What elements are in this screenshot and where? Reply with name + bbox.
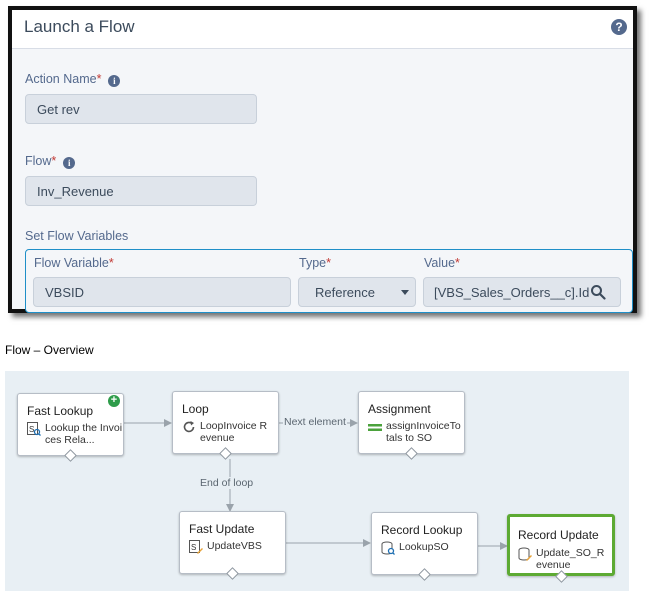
flow-node-fast-update[interactable]: Fast Update S UpdateVBS: [179, 511, 286, 574]
svg-text:S: S: [29, 425, 34, 434]
node-type-label: Fast Update: [189, 522, 255, 536]
node-name-label: LookupSO: [399, 541, 449, 553]
flow-label-text: Flow: [25, 154, 52, 168]
search-icon[interactable]: [590, 284, 606, 300]
svg-text:S: S: [191, 543, 196, 552]
loop-icon: [183, 421, 195, 433]
required-mark: *: [455, 256, 460, 270]
start-element-icon: +: [108, 395, 120, 407]
value-lookup-text: [VBS_Sales_Orders__c].Id: [434, 285, 590, 300]
help-icon[interactable]: ?: [611, 19, 627, 35]
flow-overview-caption: Flow – Overview: [5, 343, 94, 357]
node-name-label: UpdateVBS: [207, 540, 262, 552]
node-type-label: Fast Lookup: [27, 404, 94, 418]
launch-flow-panel: Launch a Flow ? Action Name*i Get rev Fl…: [8, 6, 637, 313]
end-of-loop-label: End of loop: [199, 477, 255, 489]
required-mark: *: [51, 154, 57, 168]
flow-canvas[interactable]: Next element End of loop Fast Lookup S L…: [5, 371, 629, 591]
type-select-value: Reference: [315, 285, 375, 300]
flow-variables-table: Flow Variable* Type* Value* VBSID Refere…: [25, 249, 633, 313]
record-update-icon: [518, 547, 532, 561]
set-flow-variables-label: Set Flow Variables: [25, 229, 129, 243]
node-type-label: Assignment: [368, 402, 431, 416]
action-name-label: Action Name* i: [25, 72, 121, 87]
node-type-label: Loop: [182, 402, 209, 416]
chevron-down-icon: [401, 290, 409, 295]
action-name-label-text: Action Name: [25, 72, 97, 86]
assignment-icon: [368, 424, 382, 431]
flow-variable-input[interactable]: VBSID: [33, 277, 291, 307]
flow-node-loop[interactable]: Loop LoopInvoice Revenue: [172, 391, 279, 454]
panel-header: Launch a Flow ?: [12, 10, 633, 49]
required-mark: *: [326, 256, 331, 270]
info-icon[interactable]: i: [63, 157, 76, 169]
flow-variable-column-header: Flow Variable*: [34, 256, 114, 270]
fast-update-icon: S: [189, 540, 203, 554]
panel-title: Launch a Flow: [24, 17, 135, 36]
required-mark: *: [96, 72, 102, 86]
type-column-header: Type*: [299, 256, 331, 270]
type-header-text: Type: [299, 256, 327, 270]
flow-input[interactable]: Inv_Revenue: [25, 176, 257, 206]
fast-lookup-icon: S: [27, 422, 41, 436]
flow-node-record-update[interactable]: Record Update Update_SO_Revenue: [507, 514, 615, 576]
node-name-label: LoopInvoice Revenue: [200, 420, 268, 444]
flow-label: Flow* i: [25, 154, 76, 169]
action-name-input[interactable]: Get rev: [25, 94, 257, 124]
node-name-label: Lookup the Invoices Rela...: [45, 422, 123, 446]
node-name-label: Update_SO_Revenue: [536, 547, 605, 571]
node-type-label: Record Update: [518, 528, 599, 542]
value-header-text: Value: [424, 256, 456, 270]
node-name-label: assignInvoiceTotals to SO: [386, 420, 461, 444]
next-element-label: Next element: [283, 416, 347, 428]
type-select[interactable]: Reference: [298, 277, 416, 307]
value-lookup-input[interactable]: [VBS_Sales_Orders__c].Id: [423, 277, 621, 307]
required-mark: *: [108, 256, 114, 270]
flow-variable-header-text: Flow Variable: [34, 256, 109, 270]
info-icon[interactable]: i: [108, 75, 121, 87]
flow-node-record-lookup[interactable]: Record Lookup LookupSO: [371, 512, 478, 575]
node-type-label: Record Lookup: [381, 523, 463, 537]
record-lookup-icon: [381, 541, 395, 555]
flow-node-assignment[interactable]: Assignment assignInvoiceTotals to SO: [358, 391, 465, 454]
value-column-header: Value*: [424, 256, 460, 270]
